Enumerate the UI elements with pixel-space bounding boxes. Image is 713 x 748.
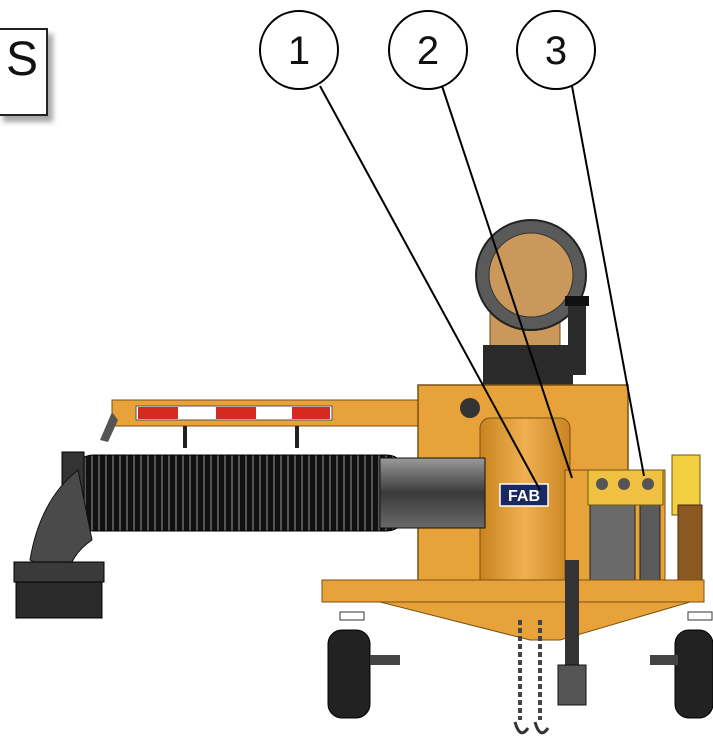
left-wheel: [327, 629, 400, 719]
trailer-frame: [321, 579, 713, 641]
callout-1-number: 1: [288, 29, 310, 73]
fab-decal: FAB: [499, 483, 549, 507]
callout-3-number: 3: [545, 29, 567, 73]
callout-3-leader: [571, 85, 645, 477]
callout-2-number: 2: [417, 29, 439, 73]
callout-1: 1: [259, 10, 339, 90]
callout-1-leader: [319, 85, 541, 491]
callout-3: 3: [516, 10, 596, 90]
section-label: S: [6, 33, 39, 86]
callout-2-leader: [441, 85, 573, 479]
discharge-chute: [475, 219, 589, 411]
suction-hose: [13, 451, 486, 619]
boom-arm: [100, 399, 433, 448]
tow-hitch: [513, 560, 587, 735]
right-wheel: [650, 629, 713, 719]
callout-2: 2: [388, 10, 468, 90]
section-label-box: S: [0, 28, 48, 116]
fab-decal-text: FAB: [508, 488, 540, 505]
